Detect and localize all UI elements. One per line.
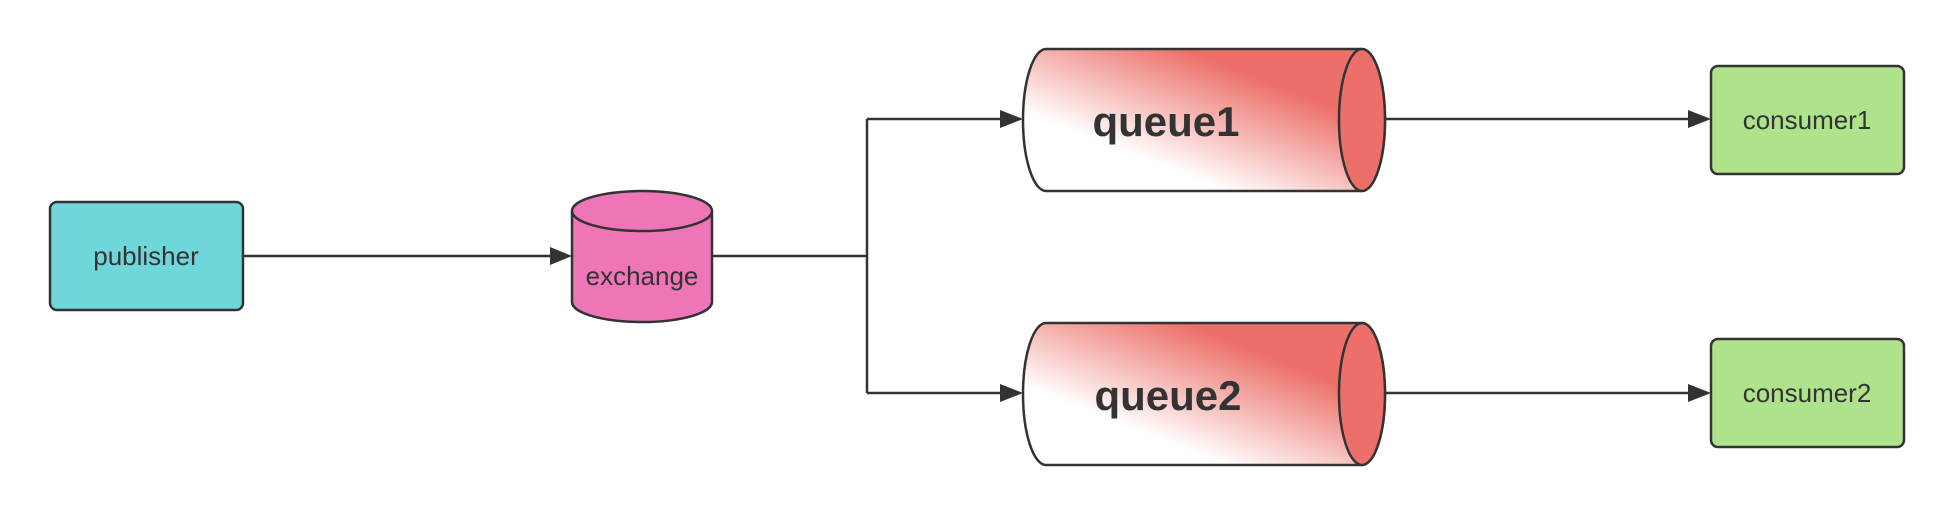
consumer2-label: consumer2 <box>1743 378 1872 408</box>
edge-exchange-queue2 <box>867 384 1023 402</box>
queue1-node: queue1 <box>1021 47 1387 193</box>
consumer2-node: consumer2 <box>1709 337 1906 449</box>
publisher-node: publisher <box>48 200 245 312</box>
edge-publisher-exchange <box>243 247 572 265</box>
edge-queue1-consumer1 <box>1385 110 1711 128</box>
publisher-label: publisher <box>93 241 199 271</box>
edge-exchange-queue1 <box>867 110 1023 128</box>
queue1-label: queue1 <box>1092 98 1239 145</box>
consumer1-node: consumer1 <box>1709 64 1906 176</box>
exchange-node: exchange <box>570 189 714 324</box>
edge-exchange-queues-trunk <box>712 119 869 393</box>
queue2-label: queue2 <box>1094 372 1241 419</box>
exchange-label: exchange <box>586 261 699 291</box>
edge-queue2-consumer2 <box>1385 384 1711 402</box>
consumer1-label: consumer1 <box>1743 105 1872 135</box>
queue2-node: queue2 <box>1021 321 1387 467</box>
